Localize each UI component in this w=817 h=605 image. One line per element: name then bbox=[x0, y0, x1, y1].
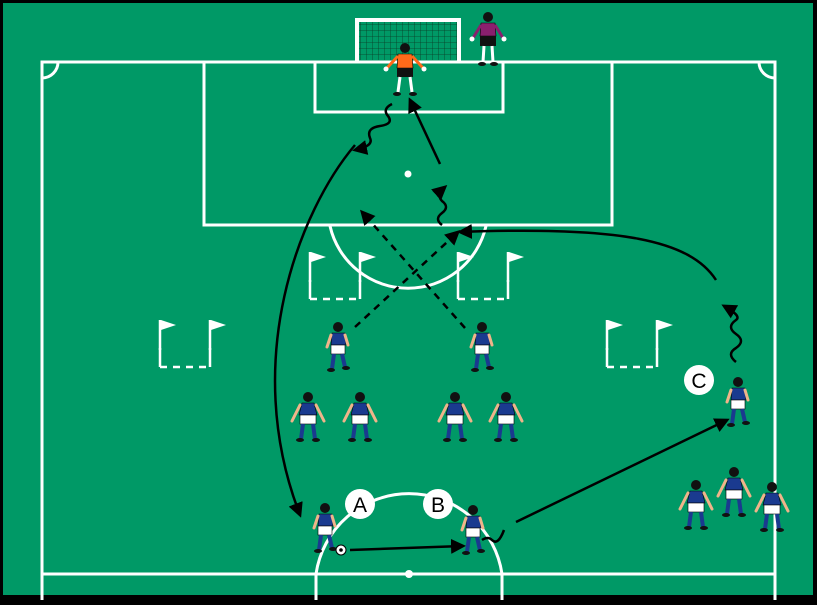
goalkeeper bbox=[383, 43, 427, 96]
centre-spot bbox=[405, 570, 413, 578]
pitch bbox=[3, 3, 813, 595]
label-a: A bbox=[353, 494, 367, 517]
corner-arc-left bbox=[41, 61, 60, 80]
penalty-spot bbox=[404, 170, 412, 178]
label-b-badge: B bbox=[423, 489, 453, 519]
label-c-badge: C bbox=[684, 365, 714, 395]
movement-arrows bbox=[273, 97, 743, 554]
corner-arc-right bbox=[757, 61, 776, 80]
centre-circle bbox=[314, 492, 504, 600]
ball bbox=[335, 544, 347, 556]
label-b: B bbox=[431, 494, 445, 517]
penalty-arc bbox=[328, 225, 488, 290]
coach bbox=[469, 12, 507, 66]
goal bbox=[355, 18, 461, 62]
label-c: C bbox=[691, 370, 706, 393]
mini-goals bbox=[158, 250, 675, 369]
label-a-badge: A bbox=[345, 489, 375, 519]
